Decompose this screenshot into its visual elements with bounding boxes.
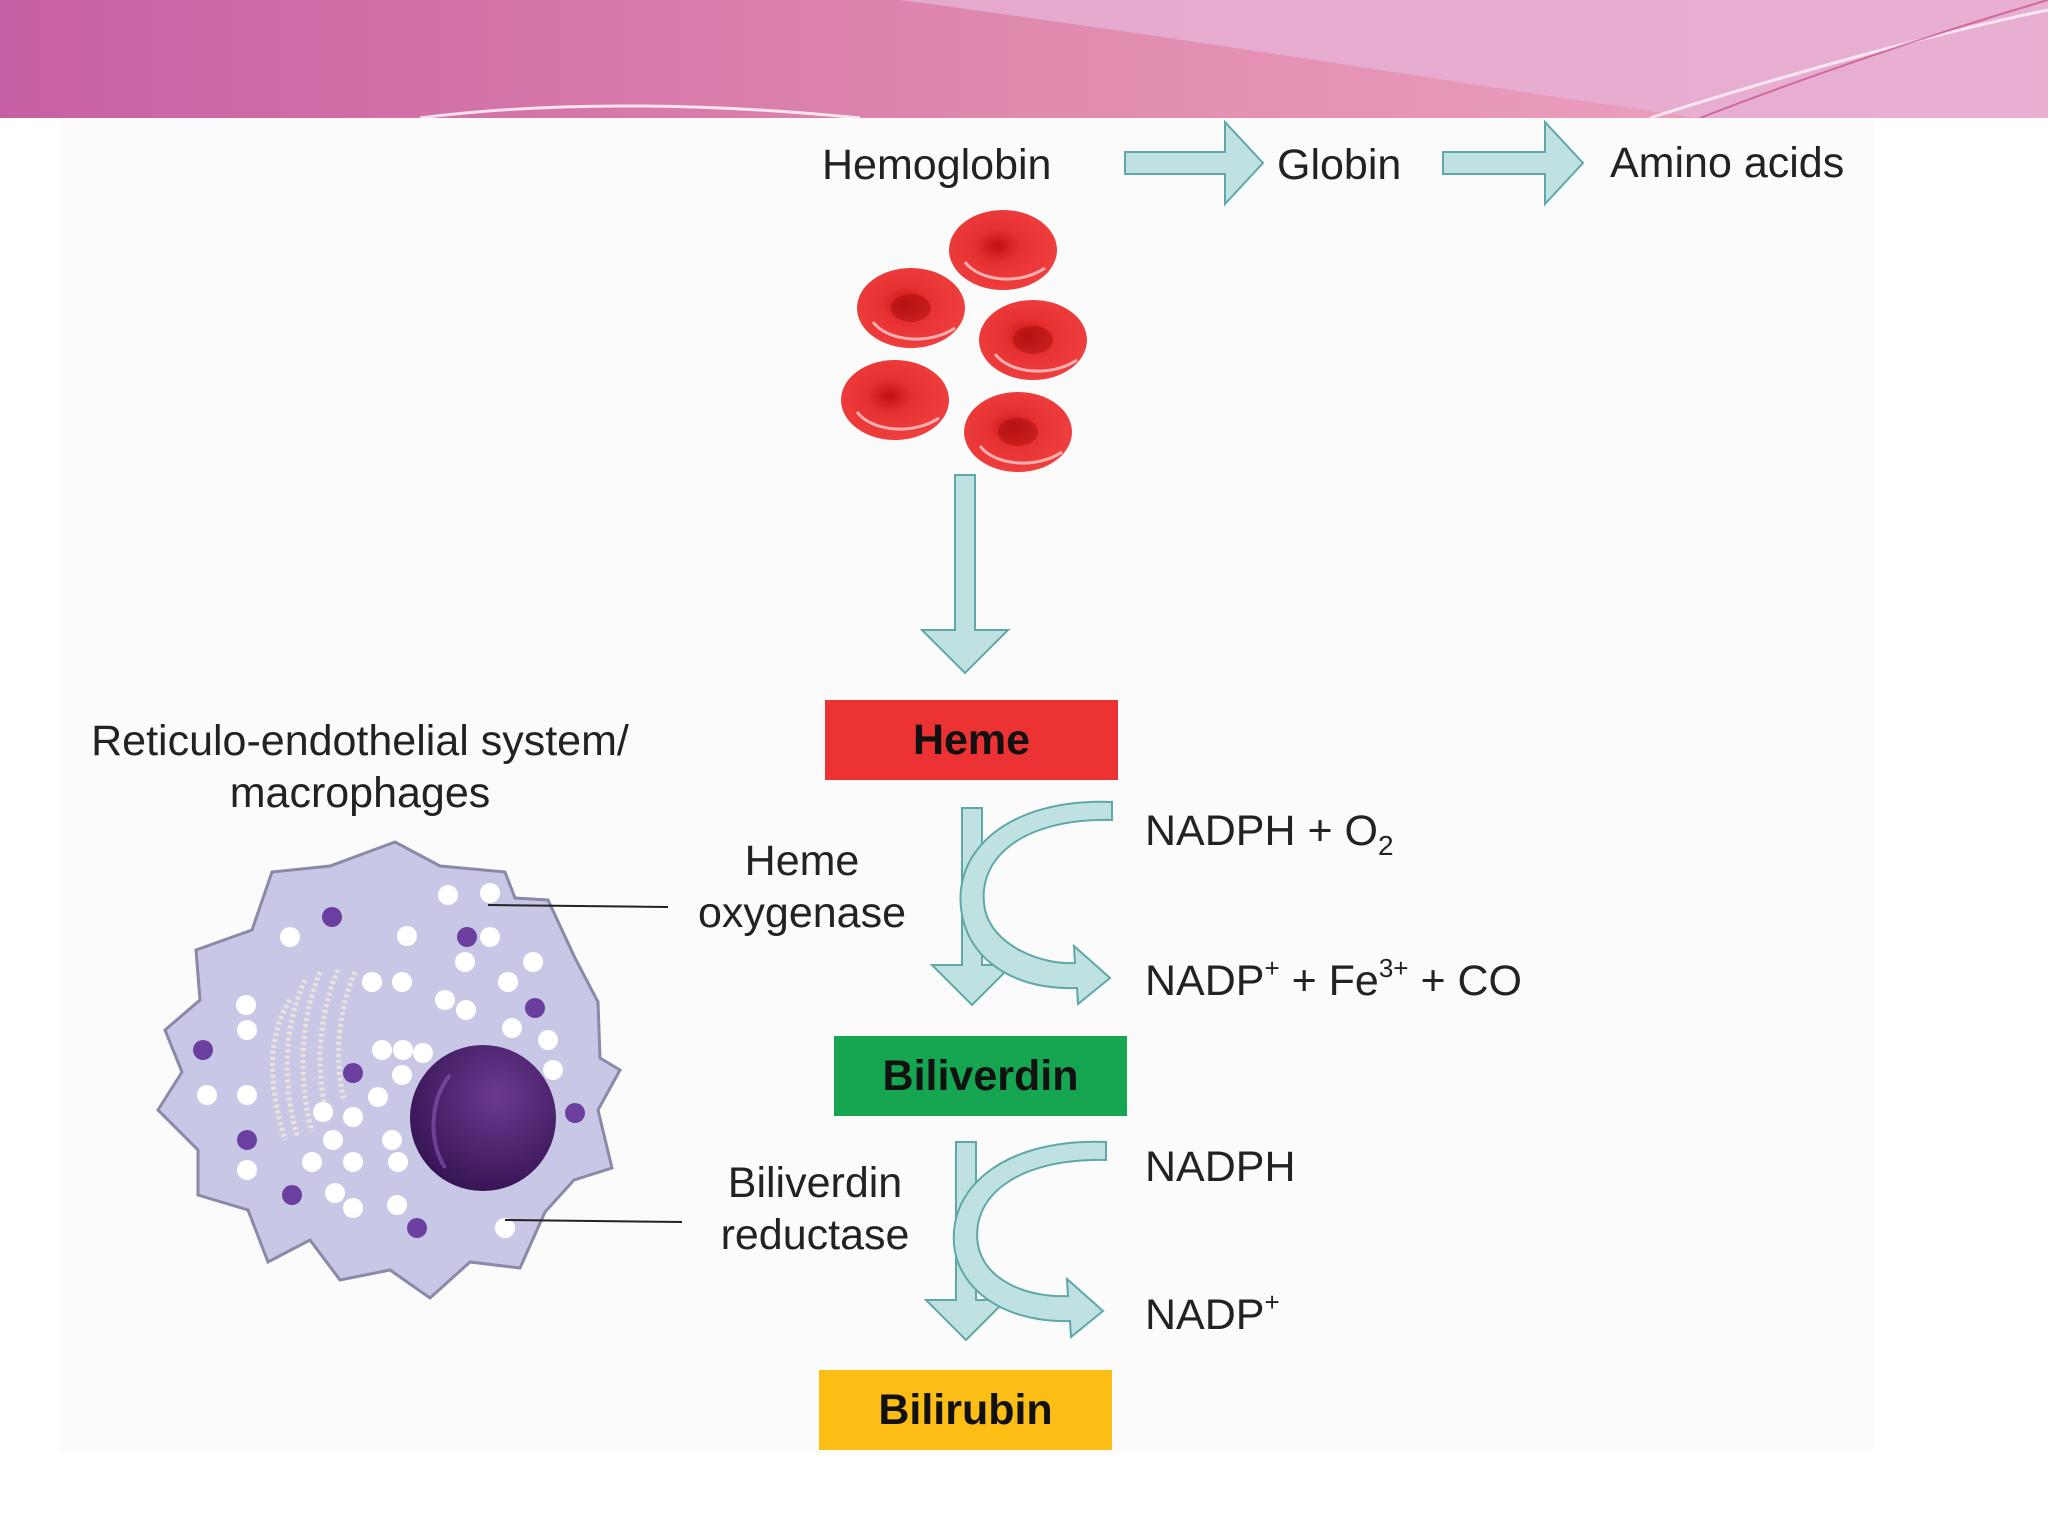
curved-arrow-reaction-1 xyxy=(959,800,1113,1007)
label-nadp-plus: NADP+ xyxy=(1145,1287,1280,1342)
label-hemoglobin: Hemoglobin xyxy=(822,141,1052,189)
left-swoosh xyxy=(0,196,61,232)
arrow-rbc-to-heme xyxy=(919,474,1011,675)
label-res-line1: Reticulo-endothelial system/ xyxy=(91,717,629,765)
heme-box: Heme xyxy=(825,700,1118,780)
rbc-2 xyxy=(857,268,965,348)
nadp-superscript: + xyxy=(1264,953,1280,983)
label-heme-oxygenase: Heme oxygenase xyxy=(672,836,932,939)
white-vesicles xyxy=(197,883,563,1238)
label-heme-oxygenase-line1: Heme xyxy=(744,837,860,885)
golgi-apparatus xyxy=(270,968,358,1141)
macrophage-cell xyxy=(156,840,623,1300)
red-blood-cells xyxy=(841,210,1087,472)
rbc-3 xyxy=(979,300,1087,380)
label-nadph-o2: NADPH + O2 xyxy=(1145,806,1394,861)
fe-superscript: 3+ xyxy=(1378,953,1409,983)
label-biliverdin-reductase-line2: reductase xyxy=(720,1210,910,1259)
curved-arrow-reaction-2 xyxy=(952,1140,1107,1340)
label-nadph: NADPH xyxy=(1145,1143,1296,1191)
label-heme-oxygenase-line2: oxygenase xyxy=(698,888,906,937)
arrow-hemoglobin-to-globin xyxy=(1124,119,1265,207)
label-biliverdin-reductase: Biliverdin reductase xyxy=(690,1158,940,1261)
biliverdin-box: Biliverdin xyxy=(834,1036,1127,1116)
rbc-5 xyxy=(964,392,1072,472)
o2-subscript: 2 xyxy=(1377,830,1394,861)
nadp-text: NADP xyxy=(1145,957,1265,1005)
header-white-curve xyxy=(419,104,861,120)
nadp-superscript-2: + xyxy=(1264,1287,1280,1317)
arrow-globin-to-amino-acids xyxy=(1442,119,1585,207)
bilirubin-box: Bilirubin xyxy=(819,1370,1112,1450)
rbc-1 xyxy=(949,210,1057,290)
header-swoosh xyxy=(1649,8,2048,120)
nadp-text-2: NADP xyxy=(1145,1291,1265,1339)
header-wave-light xyxy=(900,0,2048,118)
fe-text: + Fe xyxy=(1279,957,1379,1005)
header-swoosh-2 xyxy=(1699,0,2048,119)
label-amino-acids: Amino acids xyxy=(1610,139,1845,187)
nadph-o2-text: NADPH + O xyxy=(1145,807,1378,855)
co-text: + CO xyxy=(1408,957,1523,1005)
leader-line-biliverdin-reductase xyxy=(504,1219,683,1223)
rbc-4 xyxy=(841,360,949,440)
label-nadp-fe-co: NADP+ + Fe3+ + CO xyxy=(1145,953,1523,1008)
label-globin: Globin xyxy=(1277,141,1402,189)
label-biliverdin-reductase-line1: Biliverdin xyxy=(727,1159,903,1207)
purple-granules xyxy=(193,907,585,1238)
label-reticulo-endothelial: Reticulo-endothelial system/ macrophages xyxy=(60,716,660,819)
label-res-line2: macrophages xyxy=(229,768,491,817)
leader-line-heme-oxygenase xyxy=(487,904,669,908)
